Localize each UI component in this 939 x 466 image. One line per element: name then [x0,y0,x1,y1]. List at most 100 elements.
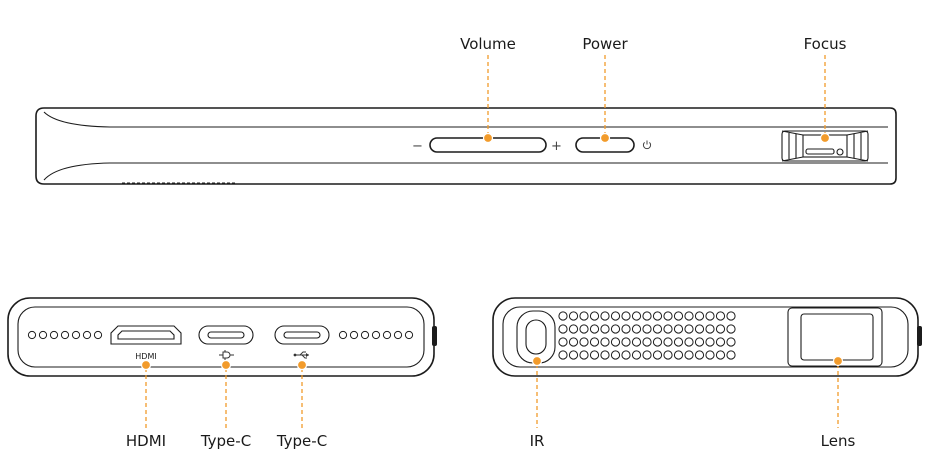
top-view: − + Volume Power [35,35,897,185]
grille-hole [642,337,652,347]
ir-marker [531,355,543,367]
grille-hole [715,337,726,347]
grille-hole [621,350,631,360]
grille-hole [621,337,631,347]
grille-hole [600,350,610,360]
grille-hole [568,311,579,321]
grille-hole [652,324,663,334]
grille-hole [673,311,684,321]
grille-hole [600,337,610,347]
power-label: Power [582,35,628,53]
typec-port-usb[interactable] [274,325,330,345]
usb-icon [293,351,309,359]
grille-hole [568,324,579,334]
vent-hole [338,330,348,340]
grille-hole [631,337,642,347]
typec-2-label: Type-C [276,432,327,450]
volume-label: Volume [460,35,516,53]
grille-hole [589,350,600,360]
grille-hole [694,350,705,360]
grille-hole [589,311,600,321]
grille-hole [589,337,600,347]
vent-holes-right [338,330,414,340]
grille-hole [705,350,715,360]
power-marker [599,132,611,144]
grille-hole [663,337,673,347]
hdmi-port-marking: HDMI [135,352,156,361]
grille-hole [642,324,652,334]
volume-marker [482,132,494,144]
ir-label: IR [530,432,545,450]
dc-power-icon [219,350,234,360]
grille-hole [705,311,715,321]
grille-hole [610,324,621,334]
grille-hole [558,337,568,347]
focus-marker [819,132,831,144]
grille-hole [568,337,579,347]
grille-hole [558,350,568,360]
vent-hole [49,330,59,340]
grille-hole [579,350,589,360]
focus-label: Focus [804,35,847,53]
grille-hole [589,324,600,334]
grille-hole [631,311,642,321]
grille-hole [694,337,705,347]
vent-hole [27,330,37,340]
vent-hole [93,330,103,340]
focus-wheel[interactable] [781,130,869,162]
power-icon [642,140,652,150]
vent-hole [382,330,392,340]
grille-hole [673,337,684,347]
grille-hole [642,350,652,360]
volume-minus-mark: − [412,139,423,154]
grille-hole [694,311,705,321]
grille-hole [663,311,673,321]
grille-hole [726,337,736,347]
grille-hole [684,350,694,360]
grille-hole [558,311,568,321]
grille-hole [642,311,652,321]
grille-hole [715,324,726,334]
lens-marker [832,355,844,367]
speaker-grille [558,311,736,360]
grille-hole [652,337,663,347]
back-view: HDMI HDMI Type- [7,297,437,450]
typec-1-marker [220,359,232,371]
typec-port-power[interactable] [198,325,254,345]
grille-hole [579,311,589,321]
vent-holes-left [27,330,103,340]
vent-hole [404,330,414,340]
front-view: IR Lens [492,297,922,450]
grille-hole [684,311,694,321]
grille-hole [579,337,589,347]
vent-hole [393,330,403,340]
grille-hole [673,350,684,360]
vent-hole [71,330,81,340]
hdmi-label: HDMI [126,432,166,450]
hdmi-port[interactable] [110,325,182,345]
vent-hole [82,330,92,340]
vent-hole [360,330,370,340]
grille-hole [652,350,663,360]
grille-hole [610,311,621,321]
grille-hole [600,311,610,321]
lens-label: Lens [821,432,856,450]
vent-hole [60,330,70,340]
grille-hole [600,324,610,334]
ir-sensor [516,310,556,364]
grille-hole [579,324,589,334]
grille-hole [684,337,694,347]
grille-hole [673,324,684,334]
grille-hole [694,324,705,334]
grille-hole [726,311,736,321]
grille-hole [610,350,621,360]
grille-hole [621,324,631,334]
grille-hole [705,324,715,334]
grille-hole [715,311,726,321]
grille-hole [631,350,642,360]
grille-hole [663,324,673,334]
grille-hole [715,350,726,360]
grille-hole [663,350,673,360]
grille-hole [684,324,694,334]
